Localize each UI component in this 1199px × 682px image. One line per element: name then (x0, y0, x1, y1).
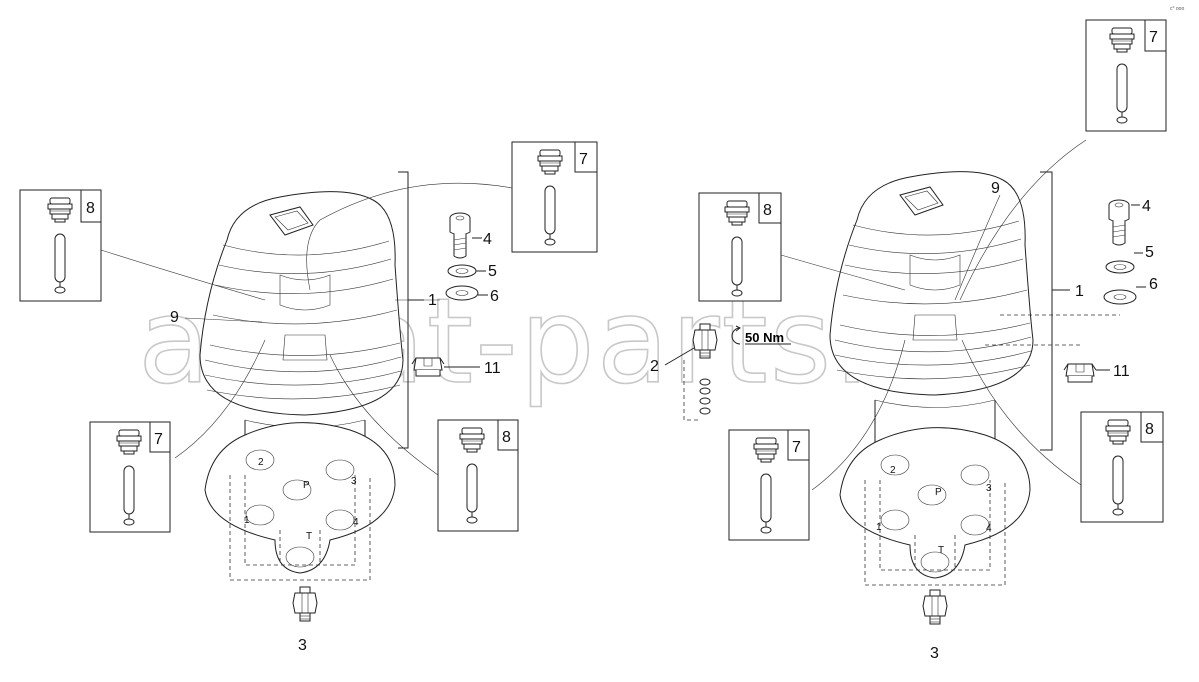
left-callout-box-7-bottom: 7 (89, 421, 171, 533)
callout-5-b: 5 (1145, 244, 1154, 261)
callout-4: 4 (483, 231, 492, 248)
callout-6: 6 (490, 288, 499, 305)
port-label-P: P (303, 480, 310, 491)
callout-9: 9 (170, 309, 179, 326)
right-callout-box-8-top: 8 (698, 192, 782, 302)
left-callout-box-8-top: 8 (19, 189, 102, 302)
right-joystick (829, 171, 1034, 458)
port-label-4-b: 4 (986, 523, 992, 534)
callout-2: 2 (650, 358, 659, 375)
callout-8-b: 8 (502, 429, 511, 446)
left-assembly: 8 7 7 8 (19, 141, 598, 654)
callout-4-b: 4 (1142, 198, 1151, 215)
port-label-3-b: 3 (986, 483, 992, 494)
callout-8-d: 8 (1145, 421, 1154, 438)
torque-label: 50 Nm (745, 330, 784, 345)
callout-1: 1 (428, 292, 437, 309)
port-label-T-b: T (938, 545, 944, 556)
port-label-T: T (306, 531, 312, 542)
center-fitting-2: 2 50 Nm (650, 323, 791, 421)
callout-9-b: 9 (991, 180, 1000, 197)
corner-mark: c° ooo (1170, 6, 1184, 12)
port-label-2-b: 2 (890, 465, 896, 476)
port-label-1-b: 1 (876, 522, 882, 533)
callout-7-d: 7 (792, 439, 801, 456)
right-callout-box-7-top: 7 (1085, 19, 1167, 132)
callout-7-b: 7 (154, 431, 163, 448)
port-label-4: 4 (353, 517, 359, 528)
left-port-plate: 2 3 P 1 4 T (204, 422, 396, 581)
port-label-2: 2 (258, 457, 264, 468)
callout-6-b: 6 (1149, 276, 1158, 293)
callout-11: 11 (484, 360, 501, 377)
right-port-plate: 2 3 P 1 4 T (839, 427, 1031, 586)
callout-7: 7 (579, 151, 588, 168)
callout-7-c: 7 (1149, 29, 1158, 46)
right-callout-box-8-bottom: 8 (1080, 411, 1164, 523)
callout-3-b: 3 (930, 645, 939, 662)
callout-8-c: 8 (763, 202, 772, 219)
callout-8: 8 (86, 200, 95, 217)
callout-3: 3 (298, 637, 307, 654)
port-label-3: 3 (351, 476, 357, 487)
port-label-1: 1 (244, 515, 250, 526)
port-label-P-b: P (935, 487, 942, 498)
left-callout-box-8-bottom: 8 (437, 419, 519, 532)
left-callout-box-7-top: 7 (511, 141, 598, 253)
right-callout-box-7-bottom: 7 (728, 429, 810, 541)
callout-1-b: 1 (1075, 283, 1084, 300)
callout-5: 5 (488, 263, 497, 280)
right-assembly: 7 8 7 8 (698, 19, 1167, 662)
callout-11-b: 11 (1113, 363, 1130, 380)
